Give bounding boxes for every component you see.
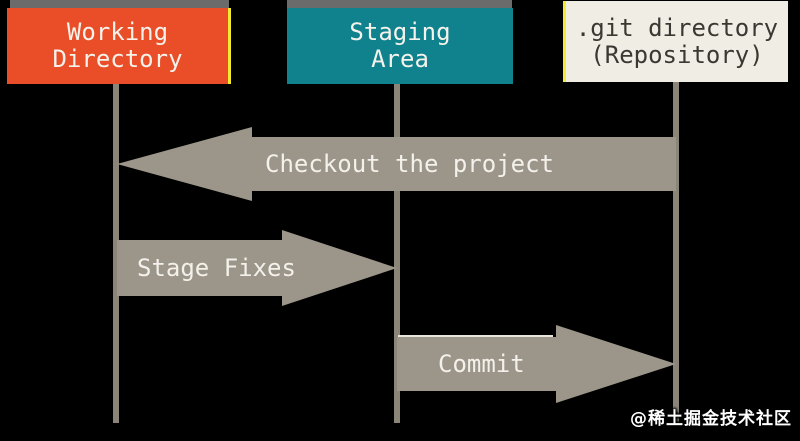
arrow-label: Commit xyxy=(438,350,525,378)
staging-area-box: Staging Area xyxy=(287,8,513,84)
box-label-line: (Repository) xyxy=(590,40,764,69)
box-label-line: Working xyxy=(66,18,169,46)
box-label-line: .git directory xyxy=(575,13,779,42)
staging-area-lifeline xyxy=(394,84,400,423)
box-label-line: Directory xyxy=(52,45,183,73)
gray-top-strip xyxy=(287,0,512,8)
arrow-label: Checkout the project xyxy=(265,150,554,178)
git-directory-box: .git directory (Repository) xyxy=(563,1,788,82)
git-directory-lifeline xyxy=(673,82,679,423)
checkout-arrow: Checkout the project xyxy=(117,127,676,201)
box-label-line: Area xyxy=(371,45,429,73)
commit-arrow-top-highlight xyxy=(398,335,553,337)
working-directory-lifeline xyxy=(113,84,119,423)
arrow-label: Stage Fixes xyxy=(137,254,296,282)
working-directory-box: Working Directory xyxy=(7,8,231,84)
box-label-line: Staging xyxy=(349,18,451,46)
watermark: @稀土掘金技术社区 xyxy=(630,409,792,429)
stage-fixes-arrow: Stage Fixes xyxy=(117,230,397,306)
gray-top-strip xyxy=(10,0,229,8)
